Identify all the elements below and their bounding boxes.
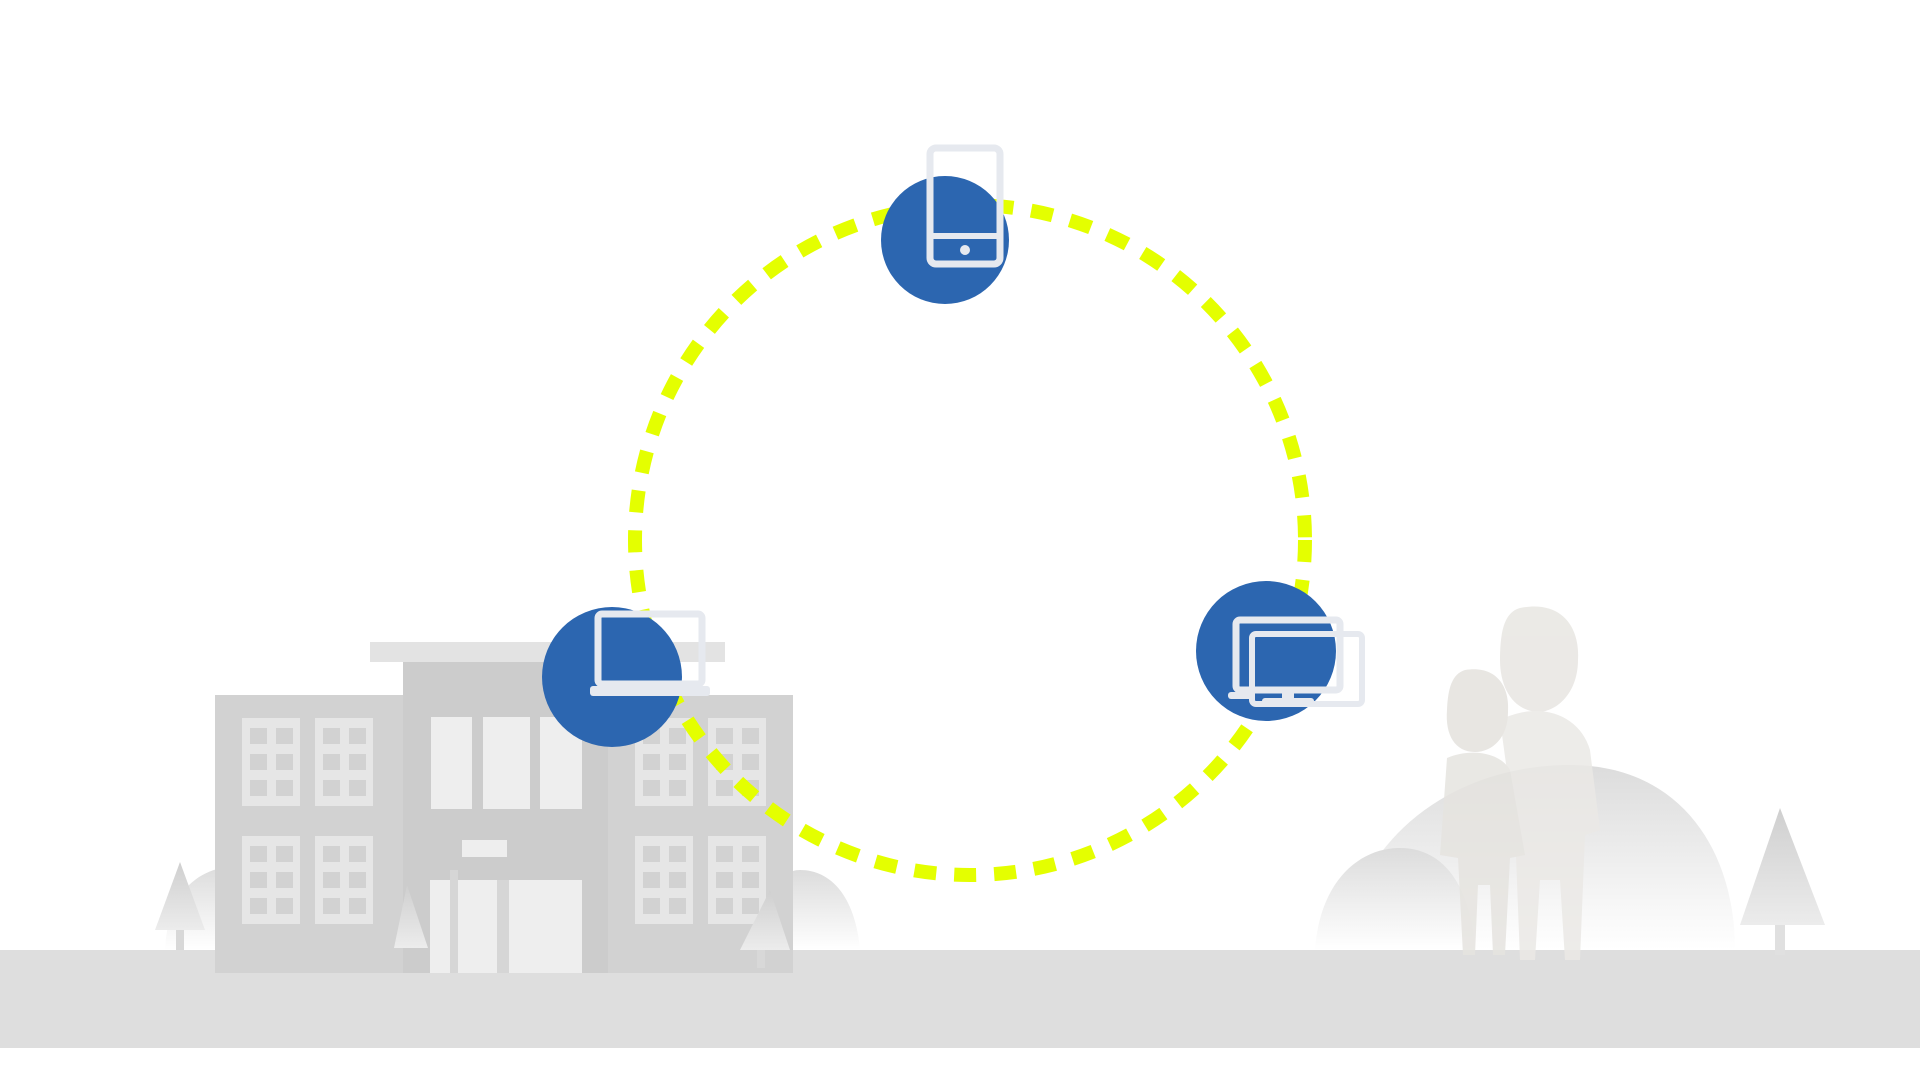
desktop-node-circle xyxy=(1196,581,1336,721)
tree-building-center xyxy=(394,885,428,948)
center-windows xyxy=(431,717,582,857)
adult-figure xyxy=(1500,606,1600,960)
entrance-doors xyxy=(430,870,582,973)
hill-small xyxy=(1315,848,1475,950)
device-node-laptop[interactable] xyxy=(542,607,710,747)
tree-left xyxy=(155,862,205,950)
tree-building-right xyxy=(740,890,790,968)
device-node-desktop[interactable] xyxy=(1196,581,1365,721)
device-node-phone[interactable] xyxy=(881,144,1009,304)
desktop-monitor-icon xyxy=(1228,616,1365,707)
laptop-node-circle xyxy=(542,607,682,747)
trees xyxy=(155,808,1825,968)
smartphone-icon xyxy=(926,144,1004,268)
people-figures xyxy=(1440,606,1600,960)
laptop-icon xyxy=(590,610,710,696)
left-wing-window-panes xyxy=(250,728,366,914)
tree-right xyxy=(1740,808,1825,955)
child-figure xyxy=(1440,669,1525,955)
phone-node-circle xyxy=(881,176,1009,304)
